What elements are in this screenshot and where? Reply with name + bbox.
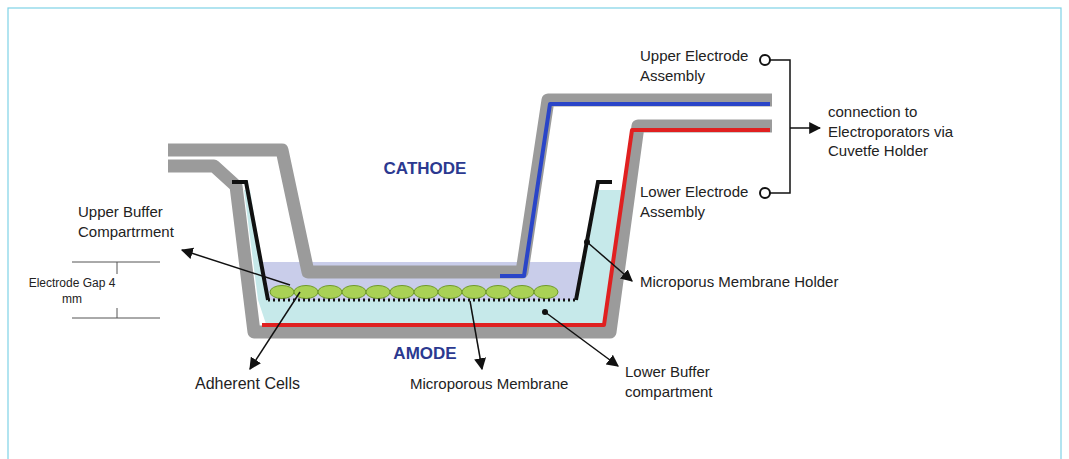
- leader-arrow: [790, 127, 820, 129]
- connection-bracket: [770, 60, 790, 193]
- leader-arrow: [545, 312, 618, 366]
- microporous-membrane: [268, 299, 578, 302]
- part-label: Adherent Cells: [195, 374, 335, 395]
- part-label: Lower Electrode Assembly: [640, 182, 758, 221]
- part-label: Microporus Membrane Holder: [640, 272, 900, 292]
- cell: [270, 286, 294, 299]
- cell: [534, 286, 558, 299]
- part-label: Upper Electrode Assembly: [640, 46, 758, 85]
- leader-arrow: [587, 242, 632, 281]
- electrode-polarity: AMODE: [355, 343, 495, 365]
- cell: [486, 286, 510, 299]
- cell: [438, 286, 462, 299]
- cell: [390, 286, 414, 299]
- dimension-line: [72, 262, 160, 263]
- cell: [342, 286, 366, 299]
- lower-buffer: [258, 300, 607, 324]
- dimension-line: [117, 262, 118, 274]
- membrane-holder: [576, 182, 612, 300]
- part-label: Lower Buffer compartment: [625, 362, 747, 401]
- membrane-holder: [232, 182, 268, 300]
- connection-note: connection to Electroporators via Cuvetf…: [828, 102, 978, 161]
- terminal: [760, 188, 770, 198]
- leader-arrow: [470, 301, 482, 369]
- frame-border: [8, 8, 1061, 459]
- dimension-label: Electrode Gap 4 mm: [27, 276, 117, 307]
- lower-electrode: [262, 130, 770, 325]
- leader-arrow: [182, 250, 290, 285]
- part-label: Microporous Membrane: [410, 374, 610, 394]
- leader-arrow: [250, 292, 300, 369]
- cell: [462, 286, 486, 299]
- terminal: [760, 55, 770, 65]
- cell: [510, 286, 534, 299]
- upper-electrode: [500, 104, 770, 276]
- cell: [318, 286, 342, 299]
- adherent-cells: [270, 286, 558, 299]
- dimension-line: [72, 318, 160, 319]
- part-label: Upper Buffer Compartrment: [78, 202, 190, 241]
- electrode-polarity: CATHODE: [355, 158, 495, 180]
- dimension-line: [117, 308, 118, 318]
- cell: [366, 286, 390, 299]
- cell: [414, 286, 438, 299]
